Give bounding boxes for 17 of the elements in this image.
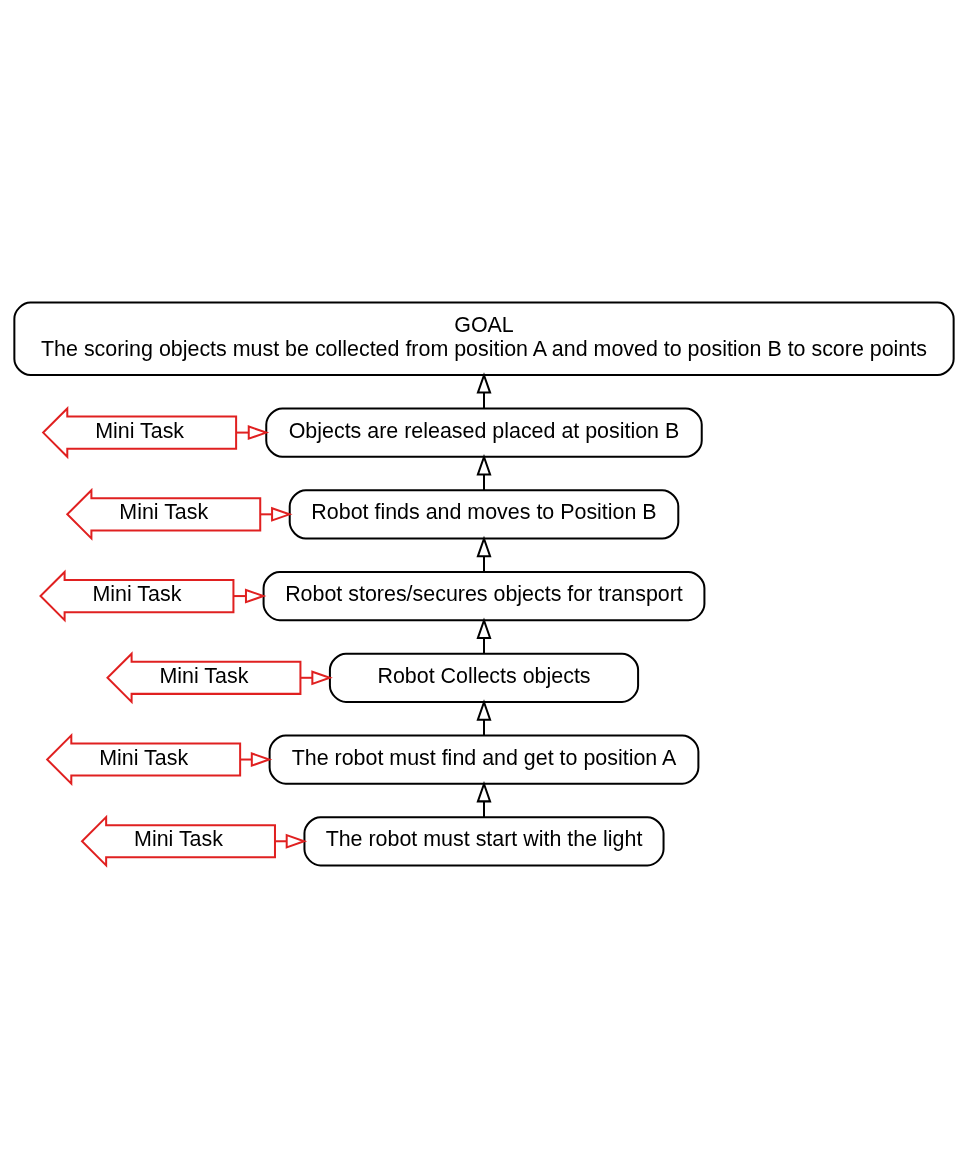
node-box: Robot stores/secures objects for transport bbox=[262, 570, 705, 622]
arrow bbox=[274, 833, 307, 849]
arrow bbox=[235, 425, 269, 441]
arrow bbox=[240, 752, 272, 768]
arrow bbox=[476, 699, 491, 736]
arrow bbox=[476, 780, 491, 818]
arrow bbox=[233, 588, 266, 604]
node-box: Objects are released placed at position B bbox=[264, 407, 703, 458]
node-box: The robot must find and get to position A bbox=[268, 734, 699, 785]
arrow bbox=[476, 617, 491, 654]
node-box: GOAL The scoring objects must be collected from position A and moved to position B to score points bbox=[12, 301, 955, 376]
arrow bbox=[476, 535, 491, 572]
arrow bbox=[476, 453, 491, 491]
node-box: Robot finds and moves to Position B bbox=[288, 489, 679, 540]
node-box: Robot Collects objects bbox=[328, 652, 639, 703]
arrow bbox=[476, 372, 491, 409]
node-box: The robot must start with the light bbox=[302, 816, 665, 867]
